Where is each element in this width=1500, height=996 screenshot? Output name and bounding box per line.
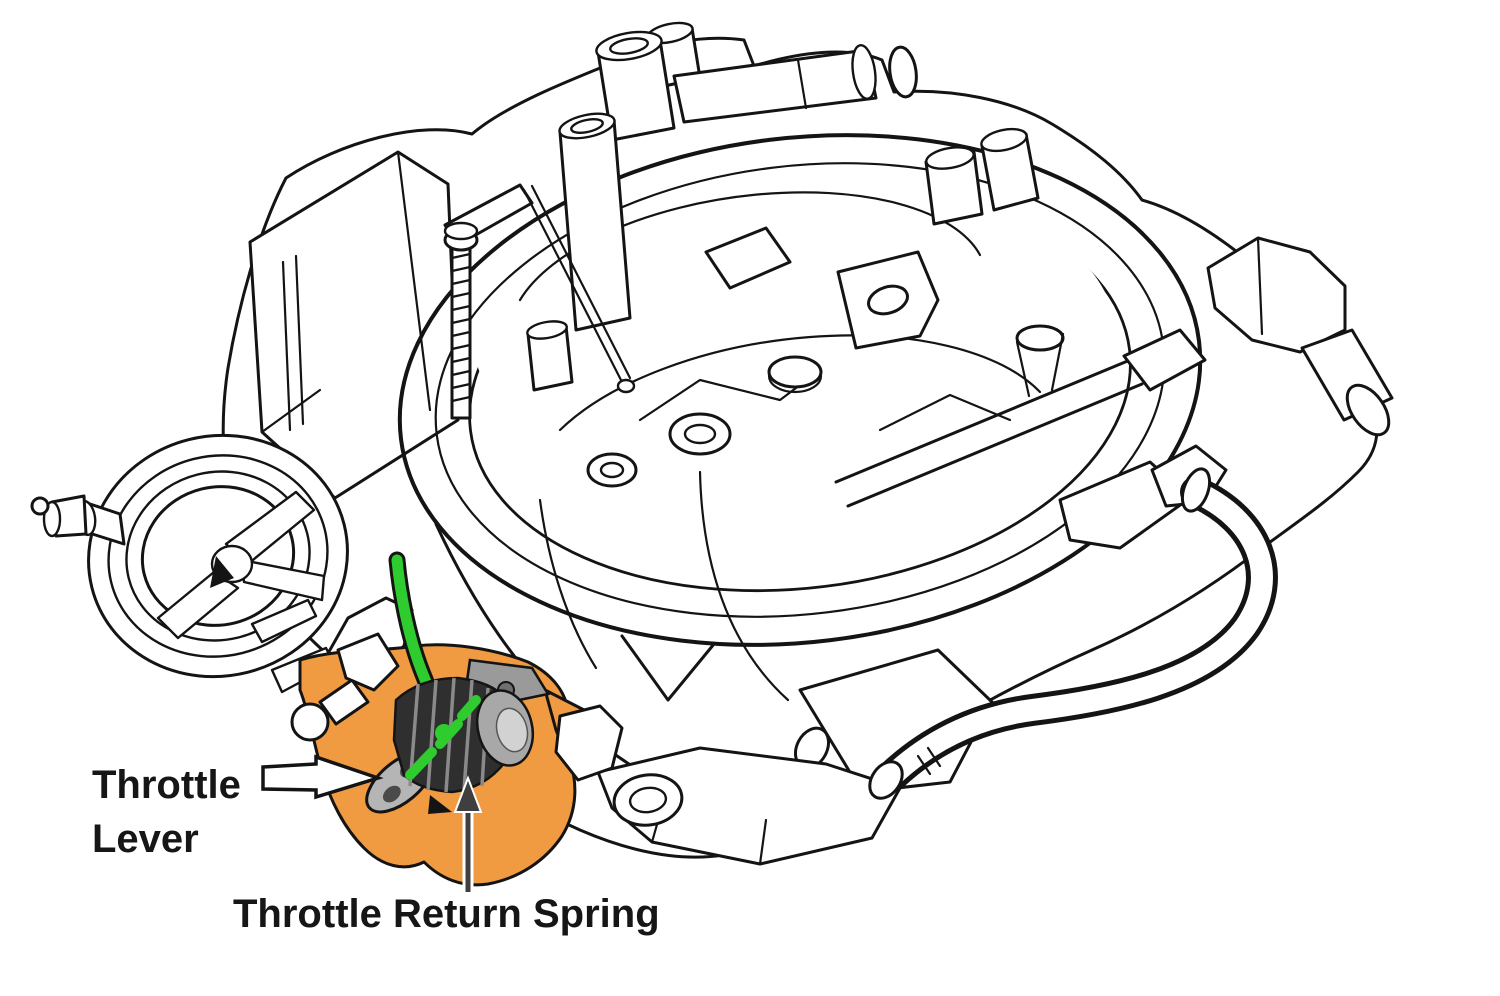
throttle-body-base (434, 470, 994, 866)
throttle-stud-stem (318, 678, 370, 726)
throttle-lever-label-line1: Throttle (92, 763, 241, 807)
spring-bracket (554, 704, 624, 782)
dashpot-wheel (30, 433, 349, 694)
fuel-inlet-fitting (595, 21, 918, 142)
carburetor-body (30, 21, 1394, 866)
lever-cone (336, 632, 400, 692)
throttle-return-spring-label: Throttle Return Spring (233, 892, 660, 936)
vacuum-hose (868, 467, 1278, 800)
adjustment-screw (443, 183, 636, 420)
throttle-return-spring (392, 676, 624, 814)
throttle-ball-stud (290, 702, 330, 742)
throttle-lever-label-line2: Lever (92, 817, 199, 861)
throttle-lever-arrow (261, 754, 384, 800)
top-deck (476, 173, 1115, 476)
float-bowl-panel (248, 150, 460, 500)
spring-green-highlight (405, 695, 481, 780)
throttle-return-spring-arrow (453, 775, 483, 898)
